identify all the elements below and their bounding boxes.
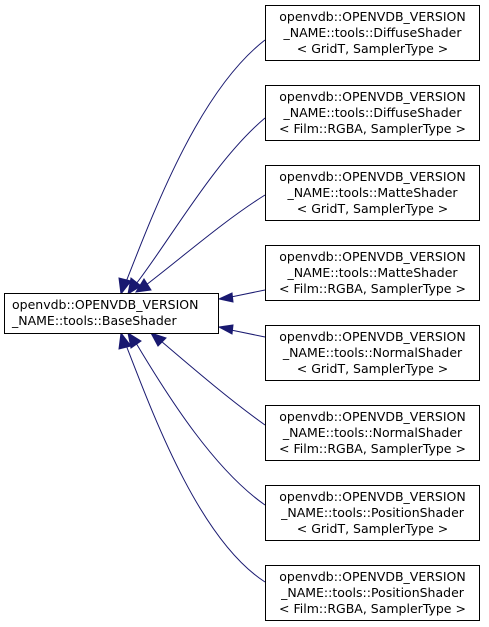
derived-node-line1: openvdb::OPENVDB_VERSION	[279, 569, 465, 584]
arrowhead	[118, 277, 132, 296]
derived-node-position-gridt[interactable]: openvdb::OPENVDB_VERSION _NAME::tools::P…	[265, 485, 480, 541]
derived-node-box	[265, 85, 480, 141]
edge-normal-rgba	[160, 340, 266, 426]
edge-matte-gridt	[145, 194, 266, 286]
derived-node-line1: openvdb::OPENVDB_VERSION	[279, 89, 465, 104]
derived-node-box	[265, 325, 480, 381]
derived-node-line3: < Film::RGBA, SamplerType >	[279, 121, 466, 136]
edge-matte-rgba	[230, 289, 266, 298]
derived-node-diffuse-gridt[interactable]: openvdb::OPENVDB_VERSION _NAME::tools::D…	[265, 5, 480, 61]
edge-diffuse-rgba	[135, 117, 266, 285]
derived-node-line2: _NAME::tools::DiffuseShader	[283, 105, 463, 120]
derived-node-box	[265, 405, 480, 461]
edge-position-rgba	[125, 344, 266, 583]
derived-node-line1: openvdb::OPENVDB_VERSION	[279, 489, 465, 504]
base-class-label-line1: openvdb::OPENVDB_VERSION	[12, 297, 198, 312]
arrowhead	[135, 278, 152, 293]
derived-class-nodes: openvdb::OPENVDB_VERSION _NAME::tools::D…	[265, 5, 480, 621]
arrowhead	[149, 332, 167, 347]
derived-node-line3: < GridT, SamplerType >	[297, 521, 448, 536]
derived-node-line1: openvdb::OPENVDB_VERSION	[279, 409, 465, 424]
derived-node-normal-gridt[interactable]: openvdb::OPENVDB_VERSION _NAME::tools::N…	[265, 325, 480, 381]
derived-node-line1: openvdb::OPENVDB_VERSION	[279, 329, 465, 344]
arrowhead	[217, 292, 234, 303]
edge-diffuse-gridt	[125, 39, 266, 283]
arrowhead	[127, 277, 142, 296]
derived-node-line1: openvdb::OPENVDB_VERSION	[279, 169, 465, 184]
derived-node-box	[265, 5, 480, 61]
base-class-box	[4, 293, 219, 334]
derived-node-line2: _NAME::tools::MatteShader	[286, 185, 458, 200]
derived-node-line2: _NAME::tools::MatteShader	[286, 265, 458, 280]
derived-node-box	[265, 565, 480, 621]
derived-node-box	[265, 485, 480, 541]
derived-node-normal-rgba[interactable]: openvdb::OPENVDB_VERSION _NAME::tools::N…	[265, 405, 480, 461]
derived-node-line2: _NAME::tools::NormalShader	[282, 425, 463, 440]
edge-normal-gridt	[230, 329, 266, 338]
arrowhead	[217, 324, 234, 335]
derived-node-matte-gridt[interactable]: openvdb::OPENVDB_VERSION _NAME::tools::M…	[265, 165, 480, 221]
derived-node-diffuse-rgba[interactable]: openvdb::OPENVDB_VERSION _NAME::tools::D…	[265, 85, 480, 141]
derived-node-matte-rgba[interactable]: openvdb::OPENVDB_VERSION _NAME::tools::M…	[265, 245, 480, 301]
derived-node-line2: _NAME::tools::PositionShader	[280, 505, 465, 520]
inheritance-edges	[118, 39, 266, 583]
base-class-node[interactable]: openvdb::OPENVDB_VERSION _NAME::tools::B…	[4, 293, 219, 334]
derived-node-position-rgba[interactable]: openvdb::OPENVDB_VERSION _NAME::tools::P…	[265, 565, 480, 621]
arrowhead	[118, 331, 132, 350]
derived-node-box	[265, 245, 480, 301]
base-class-label-line2: _NAME::tools::BaseShader	[11, 313, 177, 328]
derived-node-line2: _NAME::tools::NormalShader	[282, 345, 463, 360]
derived-node-line3: < Film::RGBA, SamplerType >	[279, 281, 466, 296]
derived-node-line3: < GridT, SamplerType >	[297, 201, 448, 216]
edge-position-gridt	[135, 342, 266, 506]
derived-node-line3: < Film::RGBA, SamplerType >	[279, 601, 466, 616]
derived-node-line3: < GridT, SamplerType >	[297, 41, 448, 56]
derived-node-line1: openvdb::OPENVDB_VERSION	[279, 249, 465, 264]
derived-node-line2: _NAME::tools::PositionShader	[280, 585, 465, 600]
derived-node-line3: < GridT, SamplerType >	[297, 361, 448, 376]
derived-node-box	[265, 165, 480, 221]
derived-node-line2: _NAME::tools::DiffuseShader	[283, 25, 463, 40]
derived-node-line1: openvdb::OPENVDB_VERSION	[279, 9, 465, 24]
arrowhead	[127, 331, 142, 349]
derived-node-line3: < Film::RGBA, SamplerType >	[279, 441, 466, 456]
